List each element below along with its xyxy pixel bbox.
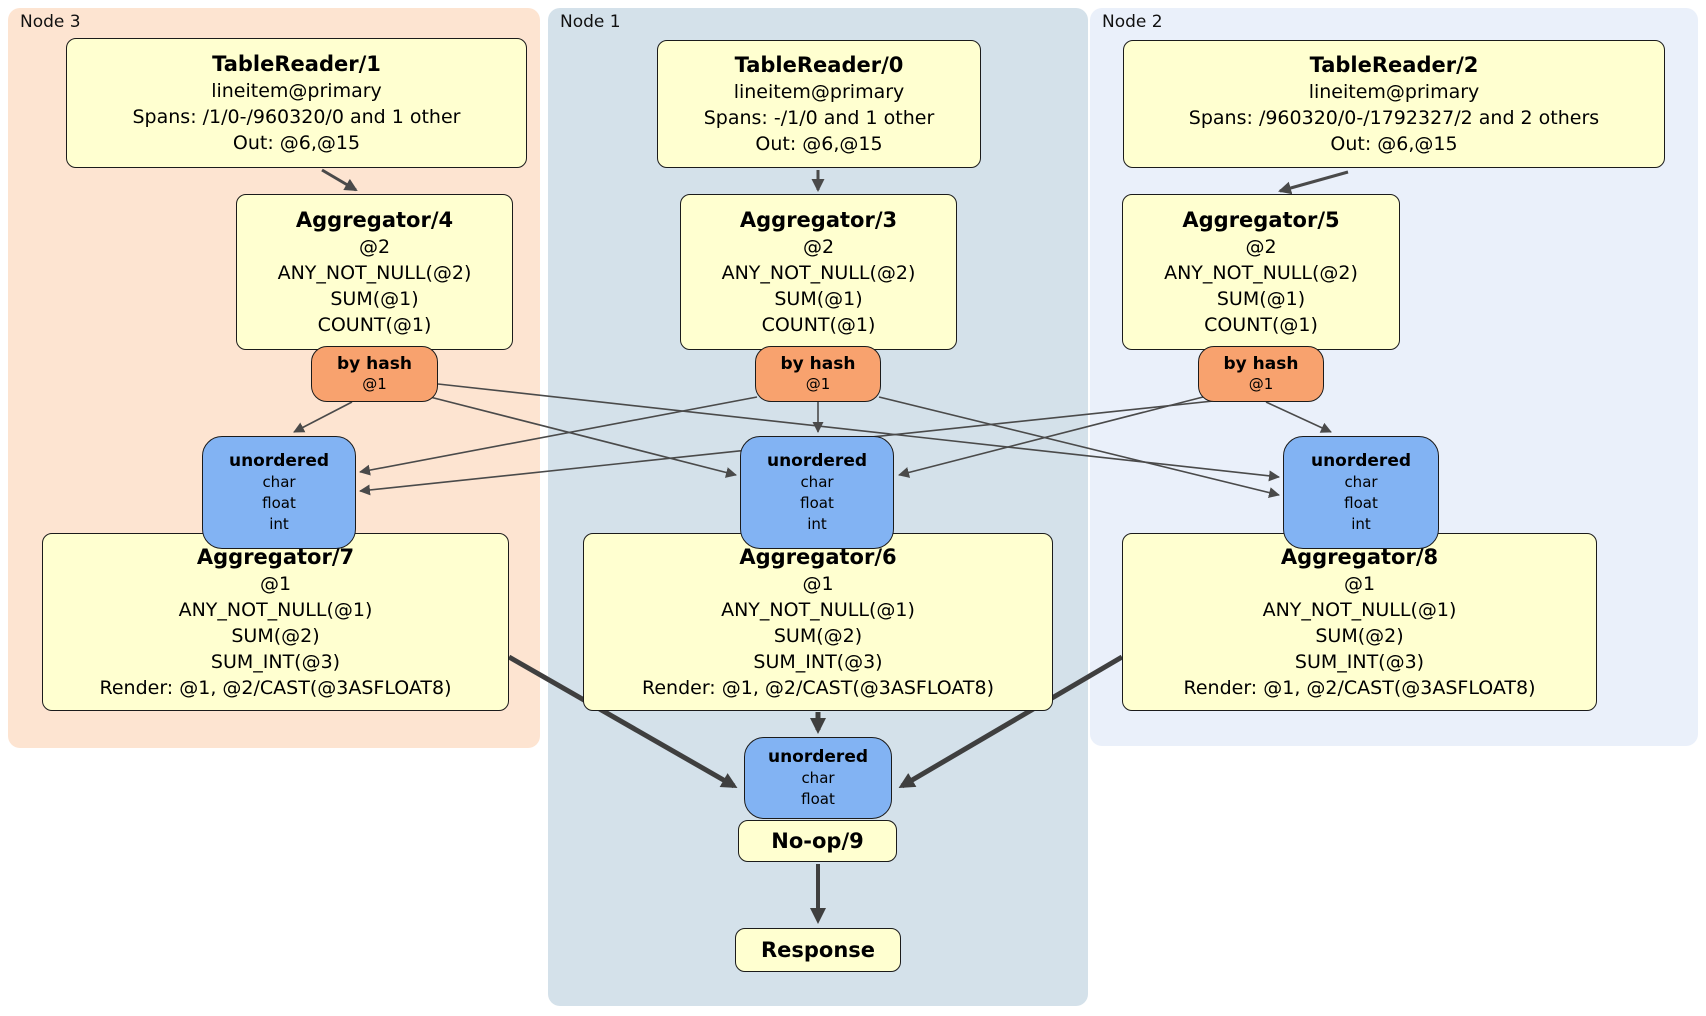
op-line: SUM_INT(@3) bbox=[1294, 650, 1425, 673]
op-title: TableReader/0 bbox=[734, 52, 904, 77]
op-line: @1 bbox=[259, 572, 292, 595]
op-line: ANY_NOT_NULL(@1) bbox=[721, 598, 915, 621]
op-noop-9: No-op/9 bbox=[738, 820, 897, 862]
router-title: by hash bbox=[337, 354, 412, 374]
op-line: ANY_NOT_NULL(@2) bbox=[721, 261, 916, 284]
op-title: Aggregator/3 bbox=[739, 207, 898, 232]
op-aggregator-5: Aggregator/5 @2 ANY_NOT_NULL(@2) SUM(@1)… bbox=[1122, 194, 1400, 350]
op-line: Out: @6,@15 bbox=[232, 131, 361, 154]
op-line: lineitem@primary bbox=[733, 80, 905, 103]
op-line: lineitem@primary bbox=[211, 79, 382, 102]
op-line: Spans: /1/0-/960320/0 and 1 other bbox=[132, 105, 461, 128]
op-line: @1 bbox=[802, 572, 834, 595]
sync-line: int bbox=[807, 515, 827, 533]
op-line: COUNT(@1) bbox=[1204, 313, 1318, 336]
op-aggregator-6: Aggregator/6 @1 ANY_NOT_NULL(@1) SUM(@2)… bbox=[583, 533, 1053, 711]
op-aggregator-3: Aggregator/3 @2 ANY_NOT_NULL(@2) SUM(@1)… bbox=[680, 194, 957, 350]
sync-unordered-final: unordered char float bbox=[744, 737, 892, 819]
sync-title: unordered bbox=[1310, 451, 1412, 471]
edge-tr1-agg4 bbox=[321, 168, 358, 192]
op-aggregator-4: Aggregator/4 @2 ANY_NOT_NULL(@2) SUM(@1)… bbox=[236, 194, 513, 350]
sync-line: char bbox=[262, 473, 296, 491]
edge-hash3-sync3 bbox=[293, 401, 353, 433]
sync-line: char bbox=[800, 473, 834, 491]
edge-hash2-sync1 bbox=[898, 396, 1204, 478]
sync-line: int bbox=[269, 515, 289, 533]
op-response: Response bbox=[735, 928, 901, 972]
op-title: Aggregator/5 bbox=[1182, 207, 1340, 232]
sync-line: char bbox=[1344, 473, 1378, 491]
op-line: SUM(@1) bbox=[774, 287, 863, 310]
op-aggregator-7: Aggregator/7 @1 ANY_NOT_NULL(@1) SUM(@2)… bbox=[42, 533, 509, 711]
edge-hash1-sync3 bbox=[359, 396, 758, 476]
sync-line: float bbox=[800, 494, 834, 512]
edge-agg7-final bbox=[507, 654, 738, 789]
op-tablereader-2: TableReader/2 lineitem@primary Spans: /9… bbox=[1123, 40, 1665, 168]
router-by-hash-node1: by hash @1 bbox=[755, 346, 881, 402]
op-line: Out: @6,@15 bbox=[755, 132, 883, 155]
op-line: COUNT(@1) bbox=[761, 313, 876, 336]
op-line: SUM(@2) bbox=[773, 624, 863, 647]
router-by-hash-node2: by hash @1 bbox=[1198, 346, 1324, 402]
op-line: Spans: /960320/0-/1792327/2 and 2 others bbox=[1188, 106, 1600, 129]
op-line: SUM_INT(@3) bbox=[210, 650, 341, 673]
sync-unordered-node2: unordered char float int bbox=[1283, 436, 1439, 549]
router-sub: @1 bbox=[805, 375, 831, 393]
op-line: Render: @1, @2/CAST(@3ASFLOAT8) bbox=[642, 676, 994, 699]
op-line: SUM(@1) bbox=[1216, 287, 1306, 310]
op-line: @2 bbox=[1245, 235, 1277, 258]
op-title: Aggregator/4 bbox=[295, 207, 454, 232]
edge-hash1-sync2 bbox=[878, 396, 1280, 498]
op-line: Spans: -/1/0 and 1 other bbox=[703, 106, 935, 129]
sync-title: unordered bbox=[767, 747, 869, 767]
sync-unordered-node3: unordered char float int bbox=[202, 436, 356, 549]
router-title: by hash bbox=[1223, 354, 1299, 374]
op-line: ANY_NOT_NULL(@2) bbox=[1164, 261, 1358, 284]
edge-tr2-agg5 bbox=[1278, 170, 1349, 195]
op-line: ANY_NOT_NULL(@1) bbox=[178, 598, 373, 621]
router-by-hash-node3: by hash @1 bbox=[311, 346, 438, 402]
sync-line: int bbox=[1351, 515, 1371, 533]
router-sub: @1 bbox=[1248, 375, 1274, 393]
op-aggregator-8: Aggregator/8 @1 ANY_NOT_NULL(@1) SUM(@2)… bbox=[1122, 533, 1597, 711]
sync-unordered-node1: unordered char float int bbox=[740, 436, 894, 549]
op-line: @2 bbox=[358, 235, 391, 258]
op-line: lineitem@primary bbox=[1308, 80, 1480, 103]
edge-hash3-sync2 bbox=[437, 383, 1280, 482]
sync-line: float bbox=[262, 494, 296, 512]
op-line: SUM(@2) bbox=[1315, 624, 1404, 647]
op-line: Render: @1, @2/CAST(@3ASFLOAT8) bbox=[1183, 676, 1536, 699]
op-line: COUNT(@1) bbox=[317, 313, 432, 336]
sync-line: float bbox=[1344, 494, 1378, 512]
op-line: @1 bbox=[1343, 572, 1376, 595]
region-node2-label: Node 2 bbox=[1102, 12, 1163, 32]
edge-hash3-sync1 bbox=[429, 396, 737, 478]
op-line: @2 bbox=[802, 235, 835, 258]
op-title: TableReader/1 bbox=[212, 51, 381, 76]
op-tablereader-1: TableReader/1 lineitem@primary Spans: /1… bbox=[66, 38, 527, 168]
sync-title: unordered bbox=[766, 451, 868, 471]
op-title: No-op/9 bbox=[771, 828, 864, 853]
op-line: Out: @6,@15 bbox=[1330, 132, 1458, 155]
op-title: TableReader/2 bbox=[1309, 52, 1479, 77]
router-title: by hash bbox=[780, 354, 856, 374]
op-line: SUM_INT(@3) bbox=[753, 650, 883, 673]
op-tablereader-0: TableReader/0 lineitem@primary Spans: -/… bbox=[657, 40, 981, 168]
sync-line: char bbox=[801, 769, 835, 787]
edge-hash2-sync2 bbox=[1265, 401, 1332, 433]
sync-title: unordered bbox=[228, 451, 330, 471]
router-sub: @1 bbox=[362, 375, 387, 393]
op-line: SUM(@1) bbox=[330, 287, 419, 310]
region-node1-label: Node 1 bbox=[560, 12, 621, 32]
op-line: ANY_NOT_NULL(@1) bbox=[1262, 598, 1457, 621]
op-line: ANY_NOT_NULL(@2) bbox=[277, 261, 472, 284]
region-node3-label: Node 3 bbox=[20, 12, 81, 32]
op-line: Render: @1, @2/CAST(@3ASFLOAT8) bbox=[99, 676, 452, 699]
edge-agg8-final bbox=[898, 654, 1124, 789]
op-title: Response bbox=[760, 937, 876, 962]
sync-line: float bbox=[801, 790, 835, 808]
op-line: SUM(@2) bbox=[231, 624, 320, 647]
